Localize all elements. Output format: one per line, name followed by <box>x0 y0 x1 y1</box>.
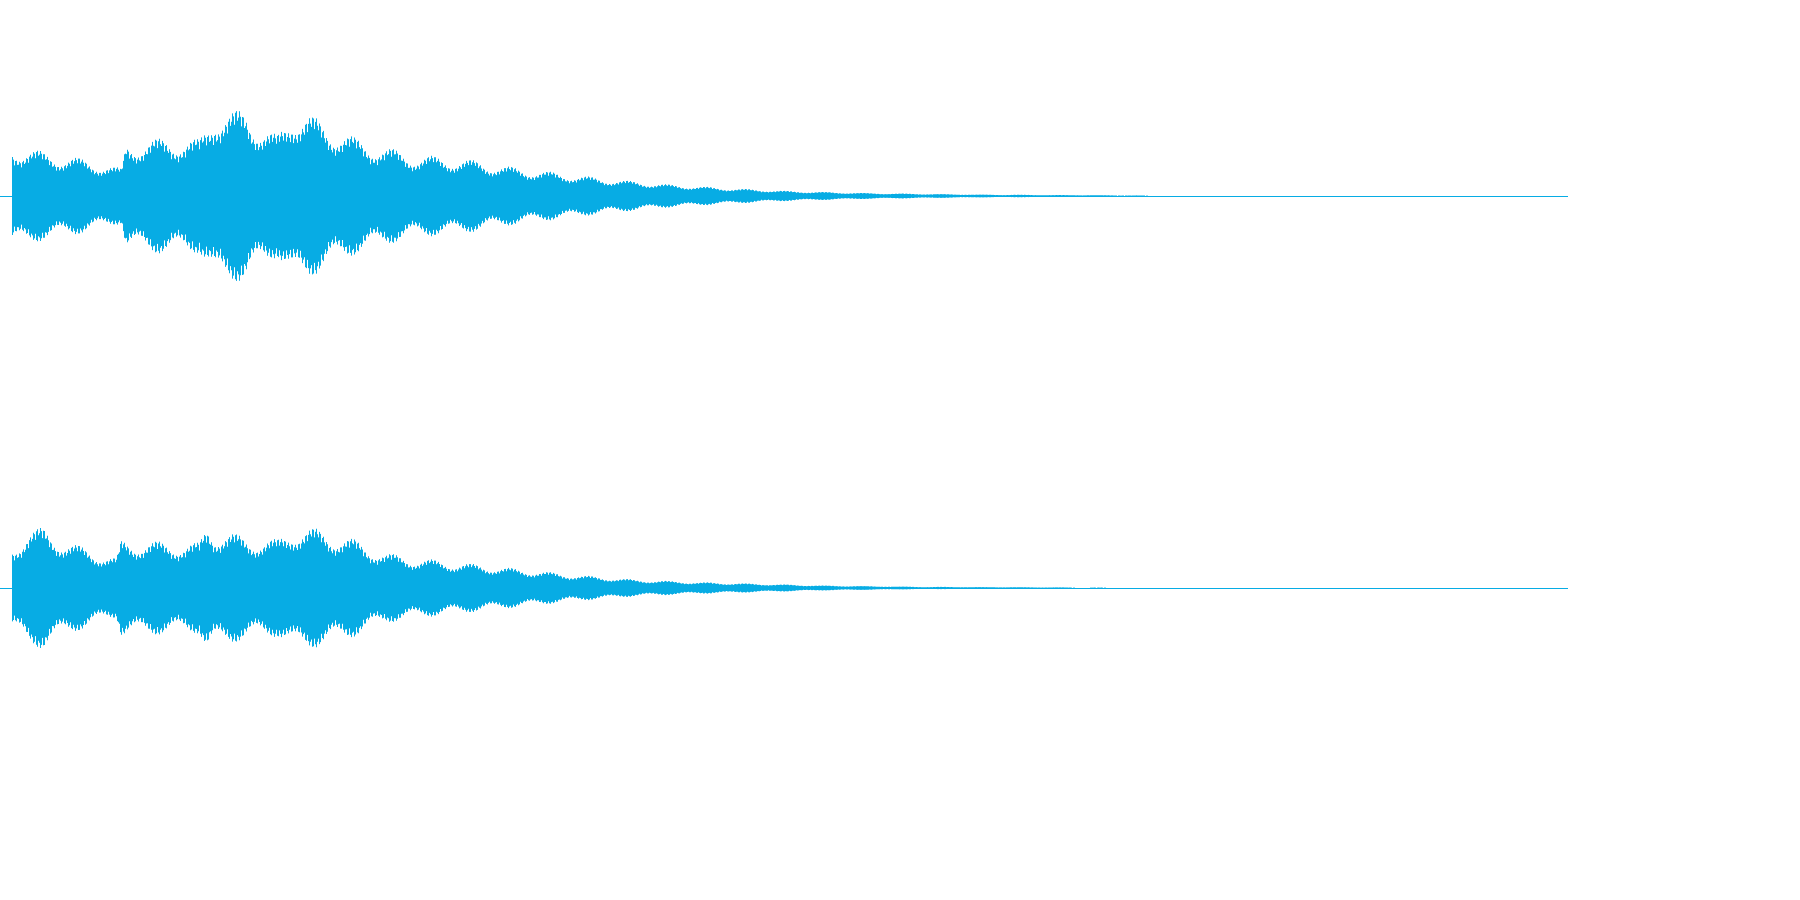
waveform-channel-1 <box>0 111 1568 281</box>
waveform-view <box>0 111 1568 648</box>
waveform-signal <box>12 528 1106 648</box>
waveform-canvas <box>0 111 1568 648</box>
waveform-channel-2 <box>0 528 1568 648</box>
waveform-signal <box>12 111 1148 281</box>
